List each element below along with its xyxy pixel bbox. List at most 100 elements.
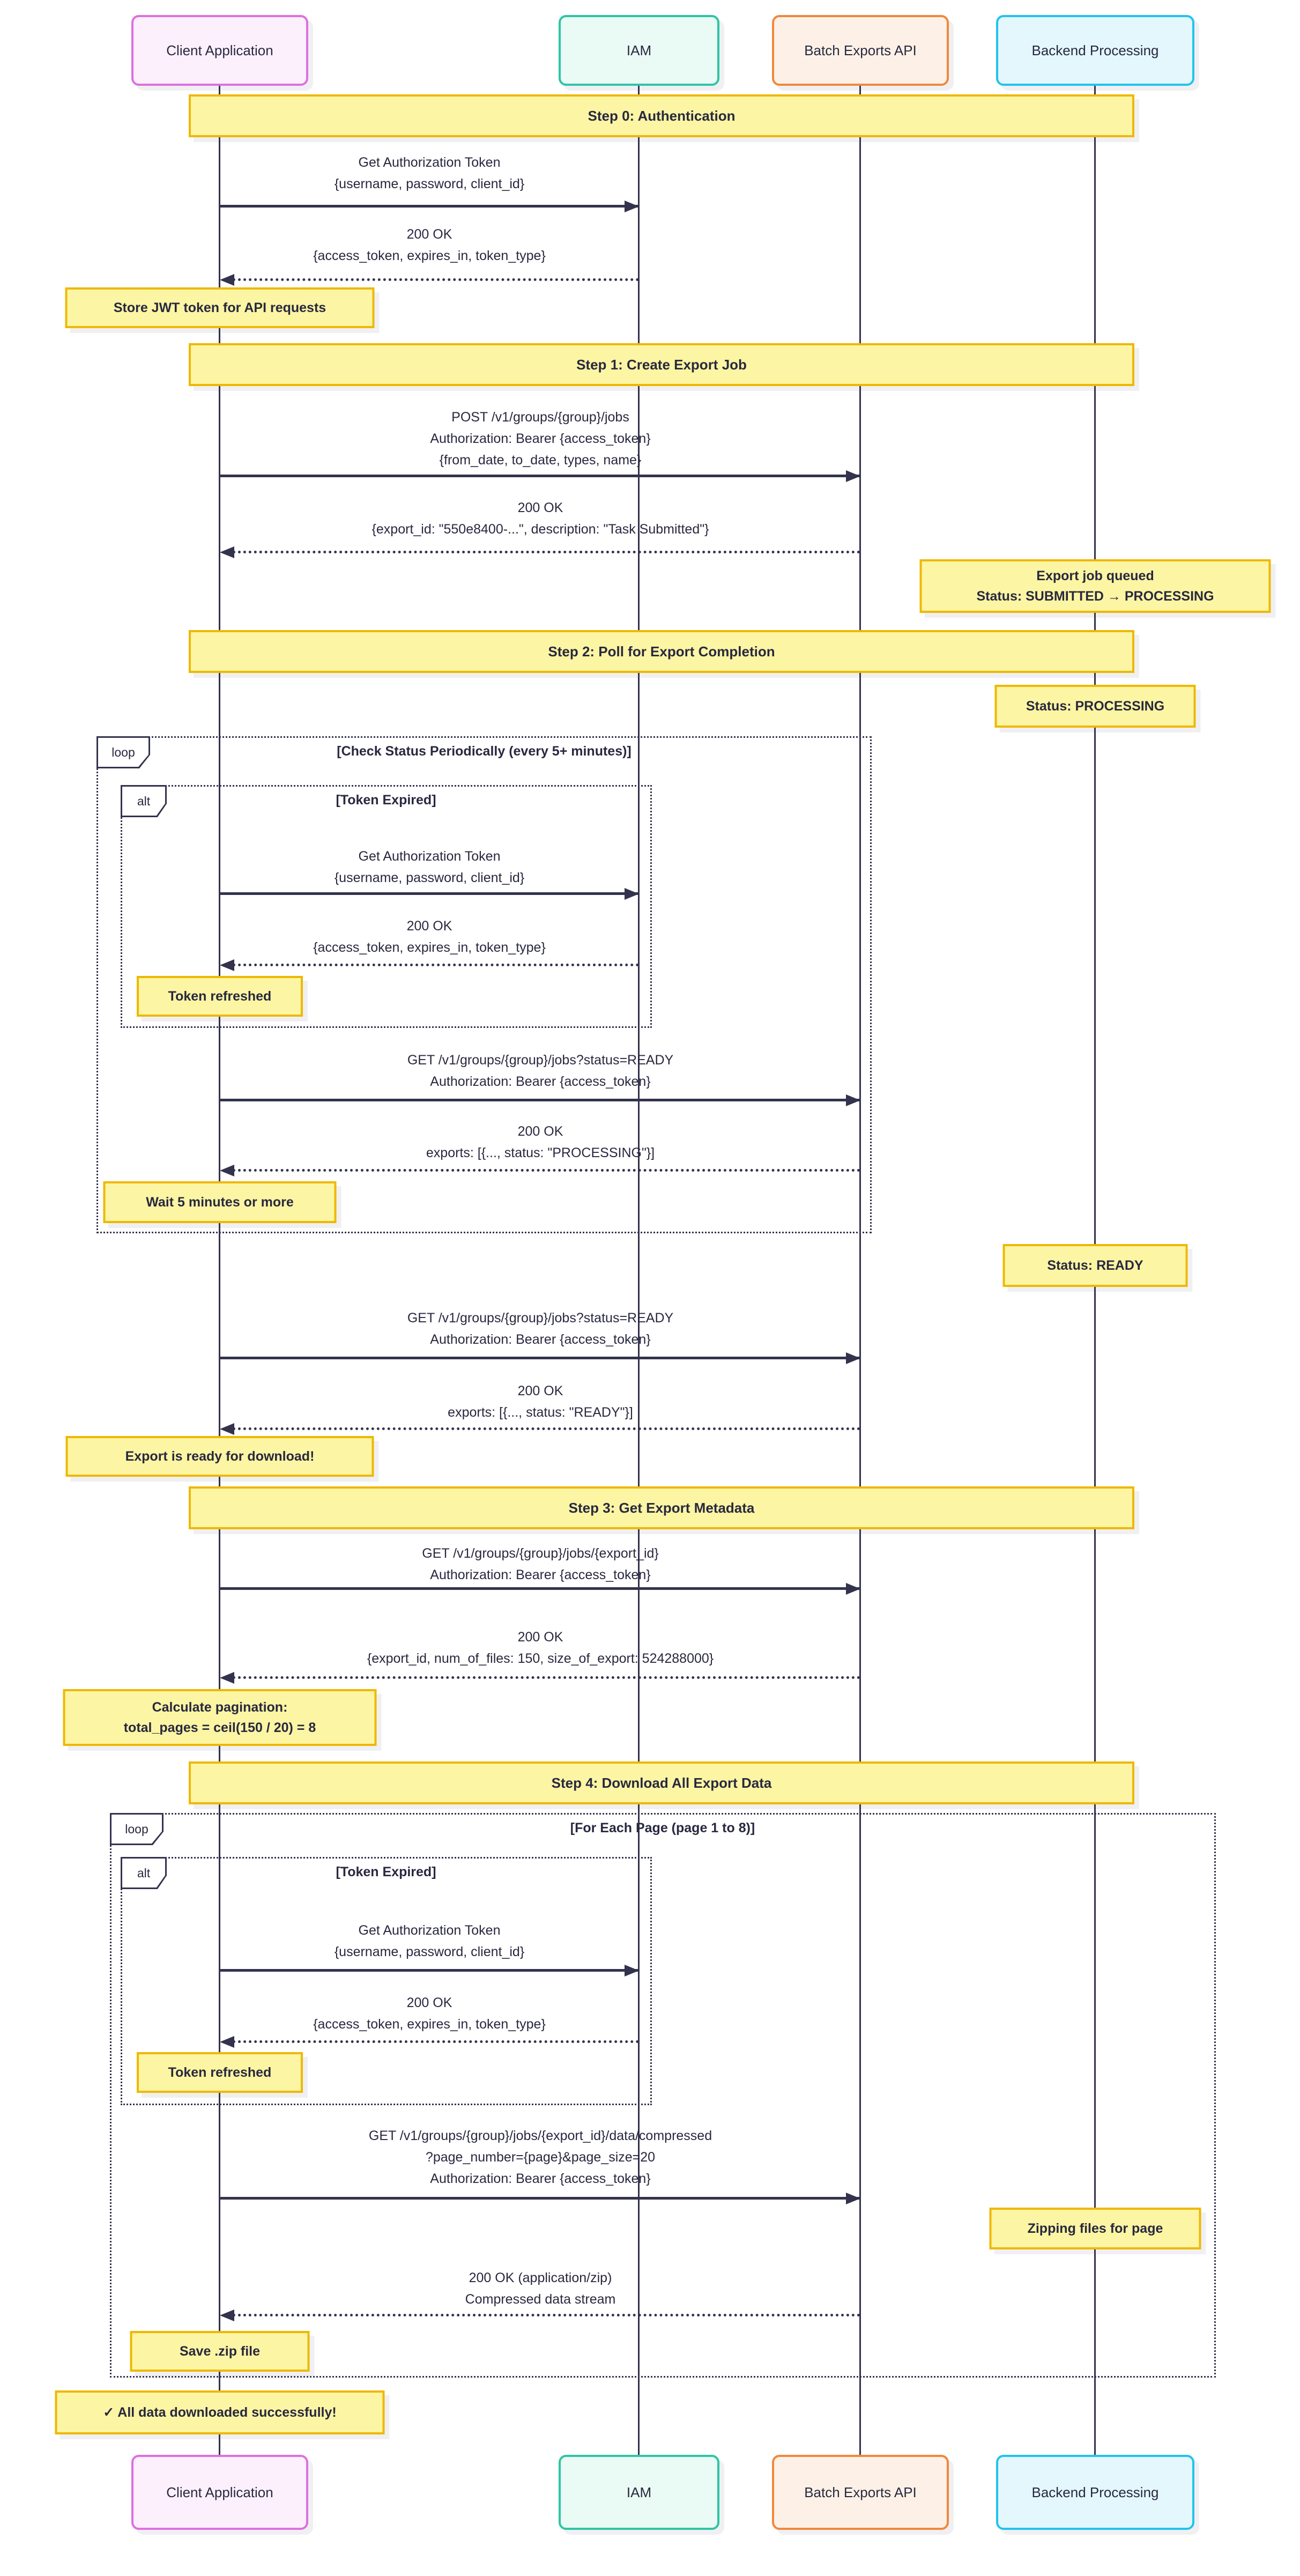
arrowhead-left (220, 959, 234, 971)
participant-backend-top: Backend Processing (996, 15, 1194, 86)
message-auth-request-2: Get Authorization Token {username, passw… (334, 849, 525, 885)
note-wait: Wait 5 minutes or more (103, 1181, 337, 1223)
loop-condition-poll: [Check Status Periodically (every 5+ min… (337, 744, 632, 759)
message-poll-response-processing: 200 OK exports: [{..., status: "PROCESSI… (426, 1124, 655, 1160)
note-token-refreshed-2: Token refreshed (137, 2052, 303, 2093)
participant-iam-top: IAM (559, 15, 719, 86)
arrow-line (220, 1099, 860, 1101)
arrowhead-right (846, 1352, 860, 1364)
arrowhead-left (220, 2309, 234, 2321)
arrowhead-right (846, 470, 860, 482)
arrowhead-left (220, 1423, 234, 1435)
message-auth-request-1: Get Authorization Token {username, passw… (334, 155, 525, 191)
message-poll-response-ready: 200 OK exports: [{..., status: "READY"}] (448, 1383, 633, 1420)
step-band-1: Step 1: Create Export Job (189, 343, 1134, 386)
note-ready-download: Export is ready for download! (65, 1436, 374, 1477)
message-create-job-request: POST /v1/groups/{group}/jobs Authorizati… (430, 410, 651, 468)
arrowhead-right (846, 2193, 860, 2204)
message-poll-request-1: GET /v1/groups/{group}/jobs?status=READY… (407, 1053, 674, 1089)
arrow-line (220, 1969, 639, 1972)
arrowhead-right (625, 888, 639, 900)
alt-frame-token-expired-1 (121, 785, 652, 1028)
message-auth-response-1: 200 OK {access_token, expires_in, token_… (313, 227, 546, 263)
alt-condition-token-expired-2: [Token Expired] (336, 1864, 436, 1879)
message-auth-response-3: 200 OK {access_token, expires_in, token_… (313, 1995, 546, 2032)
arrowhead-left (220, 274, 234, 286)
message-download-response: 200 OK (application/zip) Compressed data… (465, 2270, 616, 2307)
message-poll-request-2: GET /v1/groups/{group}/jobs?status=READY… (407, 1311, 674, 1347)
arrow-line-dotted (233, 1427, 860, 1430)
arrowhead-left (220, 2036, 234, 2048)
note-zipping: Zipping files for page (989, 2208, 1201, 2249)
message-auth-response-2: 200 OK {access_token, expires_in, token_… (313, 919, 546, 955)
participant-batch-top: Batch Exports API (772, 15, 949, 86)
participant-label: IAM (626, 42, 652, 58)
arrow-line (220, 1357, 860, 1359)
arrow-line-dotted (233, 964, 639, 966)
lifeline-iam (638, 86, 640, 2455)
note-status-processing: Status: PROCESSING (994, 685, 1196, 728)
loop-frame-pages (110, 1813, 1216, 2378)
alt-tag-label: alt (122, 1859, 165, 1887)
message-create-job-response: 200 OK {export_id: "550e8400-...", descr… (372, 500, 709, 537)
note-status-ready: Status: READY (1002, 1244, 1188, 1287)
alt-tag-1: alt (121, 785, 167, 817)
participant-label: IAM (626, 2484, 652, 2500)
loop-tag-pages: loop (110, 1813, 164, 1845)
arrowhead-left (220, 1165, 234, 1176)
arrow-line-dotted (233, 1676, 860, 1679)
message-metadata-response: 200 OK {export_id, num_of_files: 150, si… (367, 1630, 714, 1666)
message-metadata-request: GET /v1/groups/{group}/jobs/{export_id} … (422, 1546, 659, 1582)
loop-condition-pages: [For Each Page (page 1 to 8)] (570, 1820, 755, 1835)
participant-iam-bottom: IAM (559, 2455, 719, 2530)
alt-condition-token-expired-1: [Token Expired] (336, 793, 436, 808)
lifeline-client (219, 86, 220, 2455)
step-band-3: Step 3: Get Export Metadata (189, 1486, 1134, 1529)
participant-label: Client Application (166, 42, 273, 58)
loop-frame-poll (96, 736, 872, 1233)
note-job-queued: Export job queued Status: SUBMITTED → PR… (919, 559, 1271, 613)
arrowhead-right (846, 1094, 860, 1106)
participant-batch-bottom: Batch Exports API (772, 2455, 949, 2530)
participant-label: Client Application (166, 2484, 273, 2500)
arrow-line-dotted (233, 1169, 860, 1172)
participant-label: Batch Exports API (804, 42, 917, 58)
participant-label: Backend Processing (1031, 42, 1159, 58)
arrow-line-dotted (233, 2314, 860, 2316)
participant-label: Batch Exports API (804, 2484, 917, 2500)
note-all-done: ✓ All data downloaded successfully! (55, 2390, 385, 2434)
arrow-line-dotted (233, 278, 639, 281)
arrowhead-left (220, 1672, 234, 1684)
alt-frame-token-expired-2 (121, 1857, 652, 2105)
step-band-0: Step 0: Authentication (189, 94, 1134, 137)
arrow-line (220, 475, 860, 477)
message-download-request: GET /v1/groups/{group}/jobs/{export_id}/… (368, 2128, 712, 2186)
arrowhead-right (625, 1965, 639, 1977)
participant-client-top: Client Application (131, 15, 308, 86)
loop-tag-label: loop (98, 738, 148, 767)
note-calc-pagination: Calculate pagination: total_pages = ceil… (63, 1689, 377, 1746)
arrowhead-right (846, 1583, 860, 1595)
participant-client-bottom: Client Application (131, 2455, 308, 2530)
loop-tag-label: loop (112, 1815, 162, 1844)
arrowhead-left (220, 546, 234, 558)
arrow-line (220, 2197, 860, 2200)
note-save-zip: Save .zip file (130, 2331, 310, 2372)
alt-tag-label: alt (122, 787, 165, 816)
loop-tag-poll: loop (96, 736, 150, 768)
arrow-line (220, 1587, 860, 1590)
participant-backend-bottom: Backend Processing (996, 2455, 1194, 2530)
arrow-line-dotted (233, 551, 860, 553)
arrow-line-dotted (233, 2040, 639, 2043)
step-band-2: Step 2: Poll for Export Completion (189, 630, 1134, 673)
note-token-refreshed-1: Token refreshed (137, 976, 303, 1017)
arrowhead-right (625, 201, 639, 212)
step-band-4: Step 4: Download All Export Data (189, 1761, 1134, 1804)
participant-label: Backend Processing (1031, 2484, 1159, 2500)
note-store-jwt: Store JWT token for API requests (65, 287, 375, 328)
message-auth-request-3: Get Authorization Token {username, passw… (334, 1923, 525, 1959)
arrow-line (220, 892, 639, 895)
alt-tag-2: alt (121, 1857, 167, 1889)
lifeline-batch (859, 86, 861, 2455)
